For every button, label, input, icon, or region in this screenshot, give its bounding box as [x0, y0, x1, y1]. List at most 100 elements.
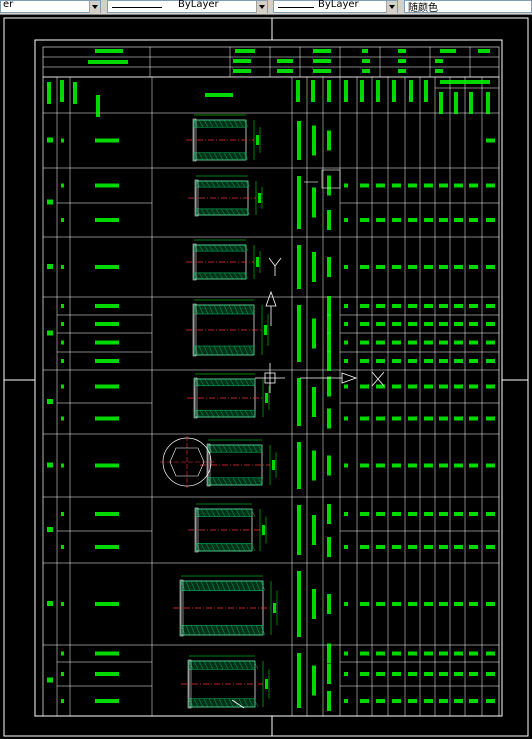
hatch-line: [222, 477, 228, 486]
hatch-line: [213, 119, 219, 128]
hatch-line: [235, 543, 241, 552]
step-value-text: [376, 384, 385, 389]
hatch-line: [218, 345, 224, 356]
step-value-text: [486, 138, 495, 143]
time-quota-header: [440, 80, 490, 84]
step-value-text: [454, 545, 463, 549]
equipment-text: [297, 121, 301, 160]
layer-combo[interactable]: er: [0, 0, 101, 13]
step-value-text: [486, 672, 495, 676]
hatch-line: [218, 660, 224, 670]
header-cell-text: [362, 69, 370, 73]
hatch-line: [240, 543, 246, 552]
column-header-text: [454, 92, 458, 114]
step-number-text: [61, 602, 64, 606]
hatch-line: [193, 660, 199, 670]
step-value-text: [439, 218, 448, 222]
step-name-text: [95, 672, 119, 676]
chamfer: [192, 118, 197, 162]
hatch-top: [195, 180, 249, 188]
step-value-text: [469, 183, 478, 188]
step-value-text: [392, 463, 401, 468]
leader-arrow: [231, 699, 245, 709]
hatch-line: [260, 580, 266, 591]
step-value-text: [392, 602, 401, 606]
step-value-text: [408, 672, 417, 676]
hatch-line: [245, 508, 251, 517]
hatch-line: [219, 378, 225, 386]
step-name-text: [95, 322, 119, 326]
hatch-line: [190, 580, 196, 591]
hatch-line: [237, 444, 243, 453]
hatch-line: [200, 180, 206, 188]
hatch-line: [218, 152, 224, 161]
column-header-text: [60, 80, 64, 102]
step-number-text: [61, 384, 64, 389]
hatch-line: [245, 625, 251, 636]
step-value-text: [486, 545, 495, 549]
step-value-text: [408, 304, 417, 308]
equipment-text: [297, 176, 301, 229]
hatch-line: [223, 119, 229, 128]
hatch-line: [233, 660, 239, 670]
step-number-text: [61, 138, 64, 143]
table-title-text: [88, 60, 128, 64]
step-value-text: [439, 602, 448, 606]
step-name-text: [95, 218, 119, 222]
hatch-line: [213, 660, 219, 670]
step-value-text: [408, 416, 417, 421]
sheet-outer-border: [3, 17, 529, 737]
column-header-text: [439, 92, 443, 114]
hatch-line: [218, 244, 224, 252]
hatch-line: [203, 152, 209, 161]
chevron-down-icon[interactable]: [89, 1, 100, 13]
header-cell-text: [233, 59, 251, 63]
step-value-text: [424, 463, 433, 468]
step-value-text: [408, 463, 417, 468]
chamfer: [194, 507, 199, 553]
step-number-text: [61, 304, 64, 308]
hatch-line: [237, 477, 243, 486]
linetype-combo-value: ByLayer: [178, 0, 219, 10]
hatch-line: [234, 410, 240, 418]
step-value-text: [486, 183, 495, 188]
equipment-text: [297, 245, 301, 289]
step-value-text: [454, 304, 463, 308]
step-value-text: [424, 672, 433, 676]
hatch-line: [198, 304, 204, 315]
dimension-text: [273, 603, 276, 613]
step-value-text: [424, 416, 433, 421]
step-value-text: [408, 602, 417, 606]
step-value-text: [469, 463, 478, 468]
step-value-text: [392, 699, 401, 703]
hatch-line: [203, 698, 209, 708]
chevron-down-icon[interactable]: [256, 1, 267, 13]
column-header-text: [486, 92, 490, 114]
header-cell-text: [440, 49, 456, 53]
hatch-line: [198, 152, 204, 161]
step-value-text: [469, 322, 478, 326]
linetype-combo[interactable]: ByLayer: [107, 0, 268, 13]
hatch-line: [255, 580, 261, 591]
step-value-text: [454, 512, 463, 516]
hatch-line: [208, 272, 214, 280]
step-value-text: [408, 218, 417, 222]
process-number-text: [47, 137, 53, 143]
chamfer: [206, 443, 211, 487]
lineweight-combo[interactable]: ByLayer: [273, 0, 398, 13]
hatch-line: [229, 410, 235, 418]
hatch-line: [243, 272, 249, 280]
hatch-line: [225, 180, 231, 188]
hatch-line: [243, 304, 249, 315]
step-value-text: [486, 218, 495, 222]
step-value-text: [360, 322, 369, 326]
hatch-line: [223, 304, 229, 315]
chevron-down-icon[interactable]: [386, 1, 397, 13]
hatch-line: [228, 660, 234, 670]
hatch-line: [203, 304, 209, 315]
step-name-text: [95, 416, 119, 421]
step-value-text: [469, 359, 478, 363]
hatch-line: [215, 543, 221, 552]
step-value-text: [439, 463, 448, 468]
